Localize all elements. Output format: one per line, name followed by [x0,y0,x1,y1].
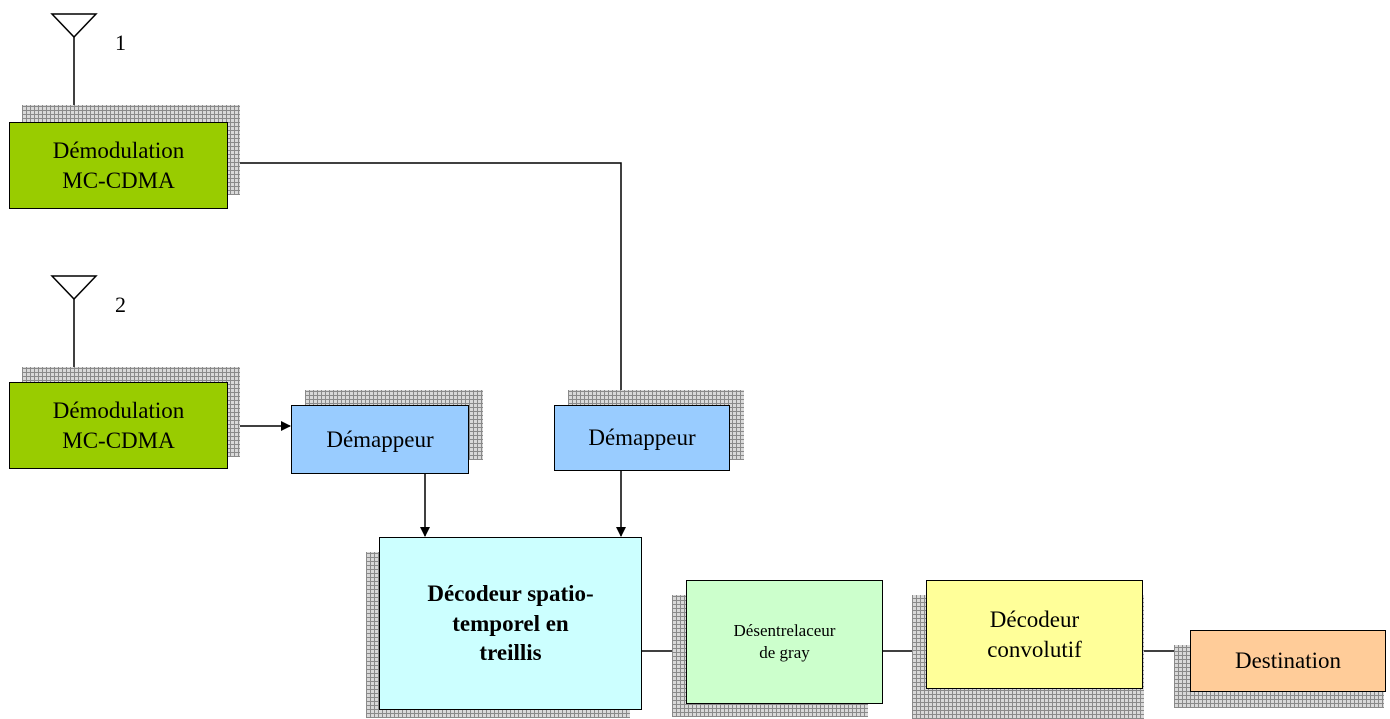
destination-block: Destination [1190,630,1386,692]
demodulation-block-2: Démodulation MC-CDMA [9,382,228,469]
space-time-decoder-block: Décodeur spatio- temporel en treillis [379,537,642,710]
antenna-2-label: 2 [115,292,126,317]
antenna-1-label: 1 [115,30,126,55]
link-demod1-demapper2 [228,162,626,405]
convolutional-decoder-block: Décodeur convolutif [926,580,1143,689]
demapper-block-2: Démappeur [554,405,730,471]
demapper-block-1: Démappeur [291,405,469,474]
deinterleaver-block: Désentrelaceur de gray [686,580,883,704]
demodulation-block-1: Démodulation MC-CDMA [9,122,228,209]
